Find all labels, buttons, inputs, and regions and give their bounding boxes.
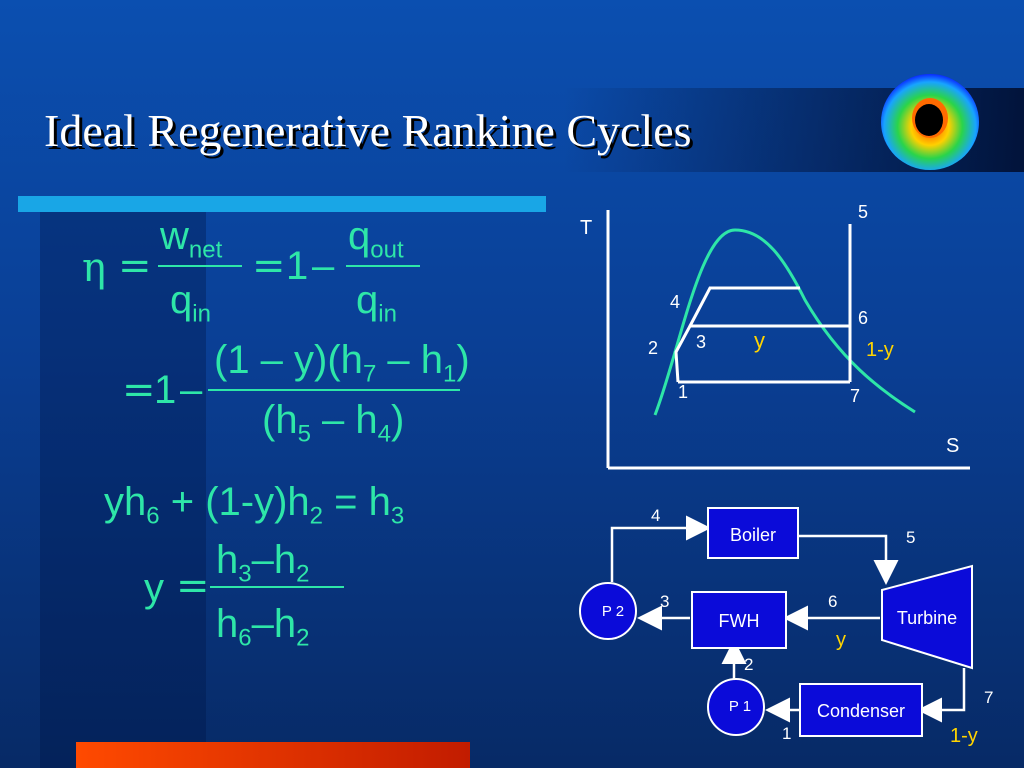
ts-label-y: y	[754, 328, 765, 353]
minus-sign: –	[312, 244, 335, 288]
ts-point-6: 6	[858, 308, 868, 328]
state-6: 6	[828, 592, 837, 611]
turbine-shape	[881, 564, 973, 670]
one: 1	[154, 368, 177, 412]
equals-sign: =	[176, 563, 210, 609]
page-title: Ideal Regenerative Rankine Cycles	[44, 105, 692, 156]
boiler-box	[707, 507, 799, 559]
eta-symbol: η	[82, 245, 106, 291]
state-4: 4	[651, 506, 660, 525]
state-5: 5	[906, 528, 915, 547]
equals-sign: =	[118, 243, 152, 289]
boiler-label: Boiler	[730, 525, 776, 545]
title-band	[0, 88, 1024, 172]
ts-label-1-minus-y: 1-y	[866, 339, 894, 361]
pump-2-circle	[579, 582, 637, 640]
frac4-denominator: h6–h2	[216, 602, 310, 652]
s-axis-label: S	[946, 435, 959, 457]
equals-sign: =	[252, 243, 286, 289]
ts-point-2: 2	[648, 338, 658, 358]
y-variable: y	[144, 566, 164, 610]
piping	[610, 515, 966, 723]
footer-bar	[76, 742, 470, 768]
ts-point-4: 4	[670, 292, 680, 312]
frac4-line	[210, 586, 344, 588]
equals-sign: =	[122, 367, 156, 413]
one: 1	[286, 244, 309, 288]
state-2: 2	[744, 655, 753, 674]
frac1-denominator: qin	[170, 278, 211, 328]
pump-1-label: P 1	[729, 698, 751, 715]
ts-point-1: 1	[678, 382, 688, 402]
turbine-label: Turbine	[897, 608, 957, 628]
frac4-numerator: h3–h2	[216, 538, 310, 588]
fwh-box	[691, 591, 787, 649]
pump-2-label: P 2	[602, 603, 624, 620]
frac1-line	[158, 265, 242, 267]
frac3-line	[208, 389, 460, 391]
ts-point-5: 5	[858, 202, 868, 222]
fwh-label: FWH	[719, 611, 760, 631]
pump-1-circle	[707, 678, 765, 736]
ts-diagram: T S 5 4 6 3 2 1 7 y 1-y	[580, 202, 970, 470]
cycle-path	[674, 224, 852, 384]
ts-point-3: 3	[696, 332, 706, 352]
frac2-line	[346, 265, 420, 267]
left-panel-shade	[40, 212, 206, 768]
header-rule	[18, 196, 546, 212]
plant-schematic: Boiler Turbine FWH Condenser P 2 P 1 4 5…	[579, 506, 993, 747]
energy-balance-equation: yh6 + (1-y)h2 = h3	[104, 480, 405, 530]
extraction-fraction-y: y	[836, 629, 846, 651]
frac3-denominator: (h5 – h4)	[262, 398, 405, 448]
condenser-box	[799, 683, 923, 737]
t-axis-label: T	[580, 217, 592, 239]
minus-sign: –	[180, 368, 203, 412]
saturation-dome	[653, 228, 916, 416]
state-1: 1	[782, 724, 791, 743]
frac1-numerator: wnet	[160, 214, 223, 264]
flow-fraction-1-minus-y: 1-y	[950, 725, 978, 747]
ts-point-7: 7	[850, 386, 860, 406]
state-3: 3	[660, 592, 669, 611]
frac3-numerator: (1 – y)(h7 – h1)	[214, 338, 470, 388]
frac2-numerator: qout	[348, 214, 404, 264]
condenser-label: Condenser	[817, 701, 905, 721]
state-7: 7	[984, 688, 993, 707]
frac2-denominator: qin	[356, 278, 397, 328]
logo-icon	[881, 74, 979, 170]
